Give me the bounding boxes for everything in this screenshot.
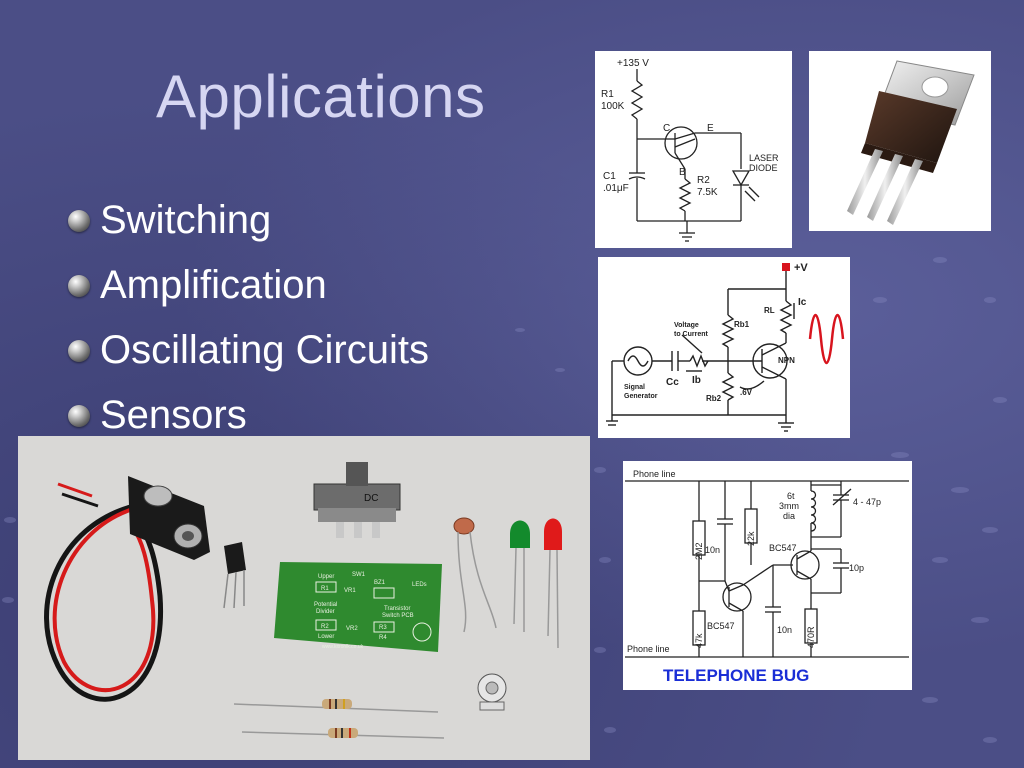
laser-schematic-drawing: +135 V R1 100K C1 .01μF C E B R2 7.5K LA… — [601, 58, 779, 242]
kit-components-image: DC Upper SW1 BZ1 LEDs R1 VR1 — [44, 462, 562, 739]
pcb-lower-label: Lower — [318, 634, 334, 640]
pin-b-label: B — [679, 167, 686, 178]
amplifier-schematic-drawing: +V Rb1 RL Ic Voltage to Current NPN Sign… — [606, 262, 845, 432]
pcb-r1-label: R1 — [321, 586, 329, 592]
voltage-to-current-line1: Voltage — [674, 322, 699, 329]
bullet-label: Amplification — [100, 263, 327, 307]
r2-value-label: 7.5K — [697, 187, 718, 198]
telephone-bug-schematic: Phone line Phone line 2M2 10n 22k 6t 3mm… — [623, 461, 912, 690]
bullet-item-amplification: Amplification — [68, 253, 429, 318]
c-10n-mid-label: 10n — [777, 625, 792, 635]
c-10p-label: 10p — [849, 563, 864, 573]
bullet-label: Switching — [100, 198, 272, 242]
pcb-potential-label: Potential — [314, 602, 337, 608]
bullet-label: Oscillating Circuits — [100, 328, 429, 372]
resistors-group — [233, 699, 445, 739]
supply-plus-v-label: +V — [794, 262, 808, 274]
r-47k-label: 47k — [694, 633, 704, 648]
cc-label: Cc — [666, 377, 679, 388]
pcb-transistor-label: Transistor — [384, 606, 410, 612]
c-10n-left-label: 10n — [705, 545, 720, 555]
battery-snap-group — [44, 476, 210, 702]
r1-name-label: R1 — [601, 89, 614, 100]
pcb-url-label: www.kitronik.co.uk — [322, 644, 364, 650]
q1-bc547-label: BC547 — [707, 621, 735, 631]
ib-label: Ib — [692, 375, 701, 386]
switch-dc-label: DC — [364, 493, 378, 504]
transistor-image — [847, 60, 975, 225]
pin-c-label: C — [663, 123, 670, 134]
electronics-kit-photo: DC Upper SW1 BZ1 LEDs R1 VR1 — [18, 436, 590, 760]
phone-line-top-label: Phone line — [633, 469, 676, 479]
coil-turns-label: 6t — [787, 491, 795, 501]
sphere-bullet-icon — [68, 339, 90, 362]
rb1-label: Rb1 — [734, 320, 750, 329]
ic-label: Ic — [798, 297, 807, 308]
pcb-vr2-label: VR2 — [346, 626, 358, 632]
pin-e-label: E — [707, 123, 714, 134]
laser-diode-schematic: +135 V R1 100K C1 .01μF C E B R2 7.5K LA… — [595, 51, 792, 248]
supply-label: +135 V — [617, 58, 649, 69]
laser-label-line1: LASER — [749, 153, 779, 163]
pcb-sw1-label: SW1 — [352, 572, 366, 578]
r-2m2-label: 2M2 — [694, 542, 704, 560]
signal-generator-line1: Signal — [624, 384, 645, 391]
sphere-bullet-icon — [68, 209, 90, 232]
pcb-r4-label: R4 — [379, 635, 387, 641]
ldr-sensor-group — [453, 517, 497, 633]
c1-value-label: .01μF — [603, 183, 629, 194]
point-six-volt-label: .6V — [740, 388, 753, 397]
to220-transistor-photo — [809, 51, 991, 231]
laser-label-line2: DIODE — [749, 163, 778, 173]
sphere-bullet-icon — [68, 404, 90, 427]
bullet-item-oscillating-circuits: Oscillating Circuits — [68, 318, 429, 383]
rl-label: RL — [764, 306, 775, 315]
phone-line-bottom-label: Phone line — [627, 644, 670, 654]
bullet-item-switching: Switching — [68, 188, 429, 253]
rb2-label: Rb2 — [706, 394, 722, 403]
sphere-bullet-icon — [68, 274, 90, 297]
red-led-group — [544, 518, 562, 649]
pcb-r2-label: R2 — [321, 624, 329, 630]
small-transistor-group — [223, 542, 246, 609]
pcb-upper-label: Upper — [318, 574, 334, 580]
npn-label: NPN — [778, 356, 795, 365]
bullet-label: Sensors — [100, 393, 247, 437]
slide-switch-group: DC — [313, 462, 401, 538]
bullet-item-sensors: Sensors — [68, 383, 429, 448]
signal-generator-line2: Generator — [624, 393, 658, 400]
slide-title: Applications — [156, 63, 486, 130]
c1-name-label: C1 — [603, 171, 616, 182]
pcb-switch-pcb-label: Switch PCB — [382, 613, 414, 619]
voltage-to-current-line2: to Current — [674, 331, 709, 338]
coil-dia-label: dia — [783, 511, 795, 521]
bullet-list: Switching Amplification Oscillating Circ… — [68, 188, 429, 448]
coil-diameter-label: 3mm — [779, 501, 799, 511]
amplifier-schematic: +V Rb1 RL Ic Voltage to Current NPN Sign… — [598, 257, 850, 438]
pcb-board-group: Upper SW1 BZ1 LEDs R1 VR1 Potential Divi… — [274, 562, 442, 652]
pcb-r3-label: R3 — [379, 625, 387, 631]
q2-bc547-label: BC547 — [769, 543, 797, 553]
pcb-vr1-label: VR1 — [344, 588, 356, 594]
green-led-group — [510, 520, 530, 632]
pcb-leds-label: LEDs — [412, 582, 427, 588]
pcb-divider-label: Divider — [316, 609, 335, 615]
telephone-bug-title: TELEPHONE BUG — [663, 666, 809, 685]
r2-name-label: R2 — [697, 175, 710, 186]
trimmer-cap-label: 4 - 47p — [853, 497, 881, 507]
trimmer-potentiometer-group — [477, 673, 507, 711]
r-22k-label: 22k — [746, 531, 756, 546]
telephone-bug-drawing: Phone line Phone line 2M2 10n 22k 6t 3mm… — [625, 469, 909, 685]
r1-value-label: 100K — [601, 101, 625, 112]
r-470r-label: 470R — [806, 626, 816, 648]
pcb-bz1-label: BZ1 — [374, 580, 386, 586]
